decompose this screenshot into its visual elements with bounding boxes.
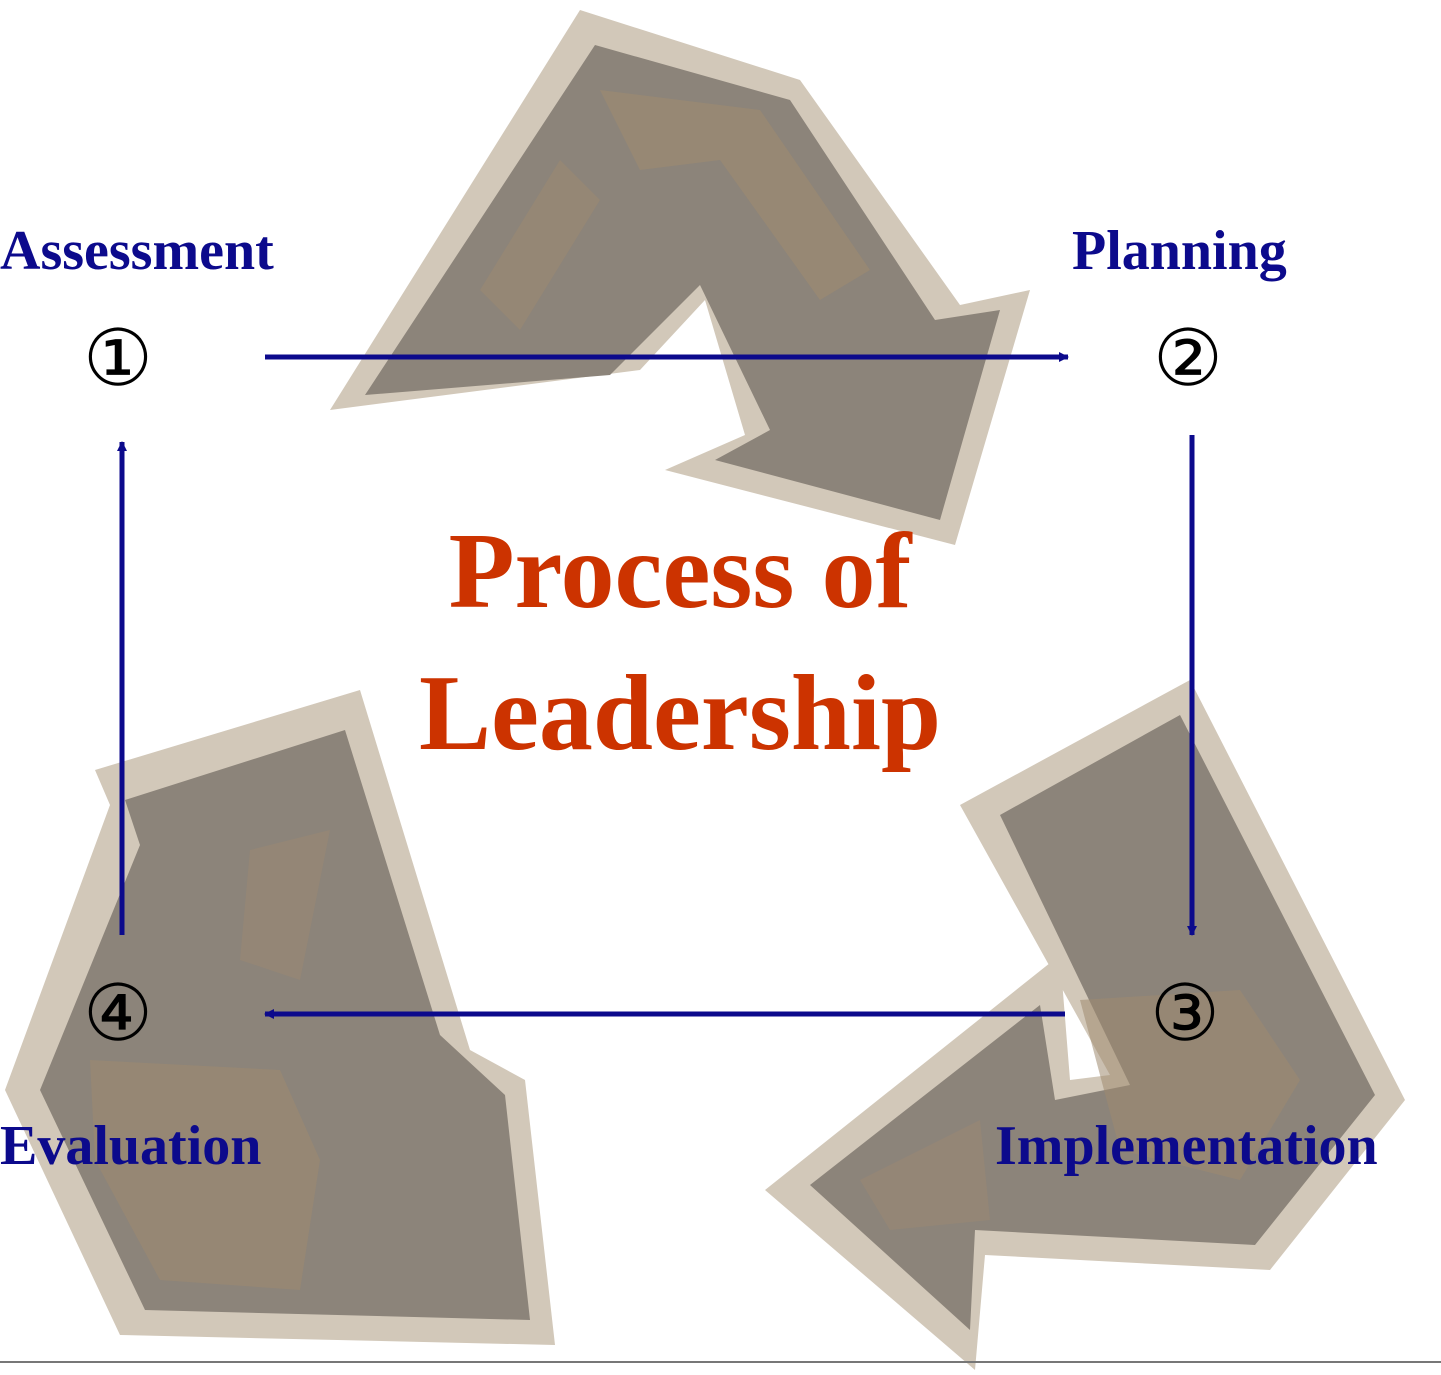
recycle-arrow-icon — [330, 10, 1030, 545]
step-number-2: ② — [1153, 314, 1223, 404]
step-number-4: ④ — [83, 969, 153, 1059]
recycle-arrow-icon — [5, 690, 555, 1345]
step-label-planning: Planning — [1072, 220, 1287, 282]
step-number-1: ① — [83, 314, 153, 404]
step-label-assessment: Assessment — [0, 220, 274, 282]
recycle-arrow-icon — [765, 680, 1405, 1370]
bottom-divider — [0, 1361, 1441, 1363]
title-line-2: Leadership — [418, 654, 942, 773]
step-label-implementation: Implementation — [995, 1115, 1378, 1177]
step-label-evaluation: Evaluation — [0, 1115, 262, 1177]
title-line-1: Process of — [448, 512, 912, 631]
step-number-3: ③ — [1150, 969, 1220, 1059]
